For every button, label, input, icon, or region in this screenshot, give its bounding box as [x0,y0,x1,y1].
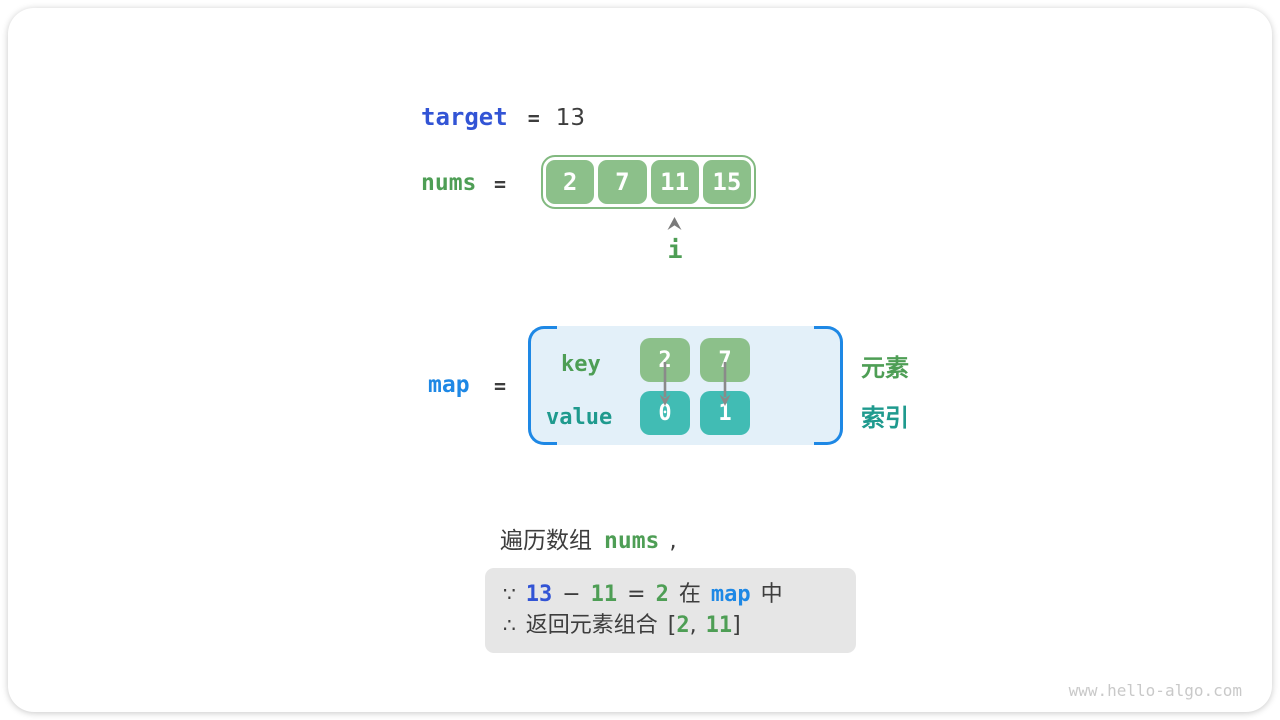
return-text: 返回元素组合 [525,613,658,638]
pair-second: 11 [705,613,733,638]
index-annotation: 索引 [861,404,909,432]
target-label: target [421,103,508,131]
map-equals-sign: = [494,374,507,398]
map-value-cell-0: 0 [640,391,690,435]
complement-ref: 2 [655,582,669,607]
figure-card: target = 13 nums = 2 7 11 15 i map = key… [8,8,1272,712]
map-value-cell-1: 1 [700,391,750,435]
close-bracket: ] [732,613,741,638]
open-bracket: [ [667,613,677,638]
index-pointer-label: i [667,235,683,264]
end-word: 中 [760,582,783,607]
map-ref: map [710,582,751,607]
nums-cell-1: 7 [598,160,647,204]
reason-line-because: ∵ 13 − 11 = 2 在 map 中 [503,579,856,610]
pair-first: 2 [676,613,690,638]
reason-line-therefore: ∴ 返回元素组合 [ 2 , 11 ] [503,610,856,641]
nums-equals-sign: = [494,172,507,196]
narration-line: 遍历数组 nums , [500,521,677,555]
pair-comma: , [689,613,697,638]
value-row-label: value [546,405,613,430]
nums-cell-3: 15 [702,160,751,204]
because-symbol: ∵ [503,582,516,606]
narration-text: 遍历数组 [500,528,592,554]
target-value: 13 [555,105,586,131]
target-equals-sign: = [527,106,540,130]
in-word: 在 [678,582,701,607]
map-label: map [428,372,470,398]
nums-cell-2: 11 [650,160,699,204]
current-element-ref: 11 [590,582,618,607]
target-value-ref: 13 [525,582,553,607]
target-assignment: target = 13 [421,103,585,131]
reason-box: ∵ 13 − 11 = 2 在 map 中 ∴ 返回元素组合 [ 2 , 11 … [485,568,856,653]
map-container: key value 2 7 0 1 [528,326,843,445]
narration-comma: , [669,528,677,554]
nums-array: 2 7 11 15 [541,155,756,209]
minus-sign: − [562,582,581,607]
therefore-symbol: ∴ [503,613,516,637]
key-to-value-arrow-icon [659,362,671,406]
site-watermark: www.hello-algo.com [1068,681,1242,700]
nums-cell-0: 2 [546,160,595,204]
up-arrowhead-icon [667,217,682,230]
narration-nums-ref: nums [604,528,660,554]
nums-label: nums [421,170,477,196]
key-to-value-arrow-icon [719,362,731,406]
element-annotation: 元素 [861,354,909,382]
result-pair: [ 2 , 11 ] [668,610,741,641]
key-row-label: key [561,352,601,377]
equals-sign: = [627,582,646,607]
